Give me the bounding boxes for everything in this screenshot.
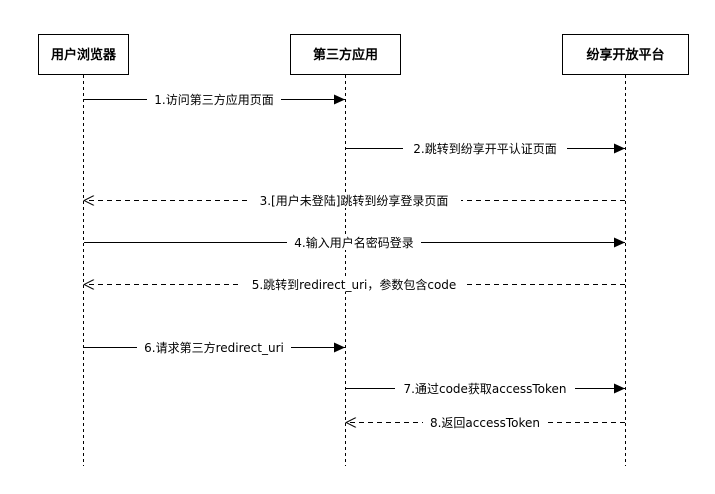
participant-thirdparty-label: 第三方应用 <box>313 47 378 63</box>
message-5-label: 5.跳转到redirect_uri，参数包含code <box>252 277 457 292</box>
message-4: 4.输入用户名密码登录 <box>84 234 625 250</box>
participant-browser-label: 用户浏览器 <box>50 47 117 63</box>
message-3: 3.[用户未登陆]跳转到纷享登录页面 <box>84 192 625 208</box>
message-6: 6.请求第三方redirect_uri <box>84 339 345 355</box>
message-7-label: 7.通过code获取accessToken <box>404 382 567 396</box>
message-6-label: 6.请求第三方redirect_uri <box>144 340 284 355</box>
participant-platform: 纷享开放平台 <box>562 34 689 75</box>
message-2-label: 2.跳转到纷享开平认证页面 <box>413 141 556 156</box>
message-8-label: 8.返回accessToken <box>430 416 540 430</box>
participant-platform-label: 纷享开放平台 <box>586 47 664 63</box>
message-1: 1.访问第三方应用页面 <box>84 91 345 107</box>
message-3-label: 3.[用户未登陆]跳转到纷享登录页面 <box>260 193 449 208</box>
message-1-label: 1.访问第三方应用页面 <box>154 92 273 107</box>
participant-thirdparty: 第三方应用 <box>290 34 401 75</box>
message-5: 5.跳转到redirect_uri，参数包含code <box>84 276 625 292</box>
message-2: 2.跳转到纷享开平认证页面 <box>346 140 625 156</box>
participant-browser: 用户浏览器 <box>38 34 129 75</box>
message-7: 7.通过code获取accessToken <box>346 380 625 396</box>
message-8: 8.返回accessToken <box>346 414 625 430</box>
message-4-label: 4.输入用户名密码登录 <box>294 235 413 250</box>
